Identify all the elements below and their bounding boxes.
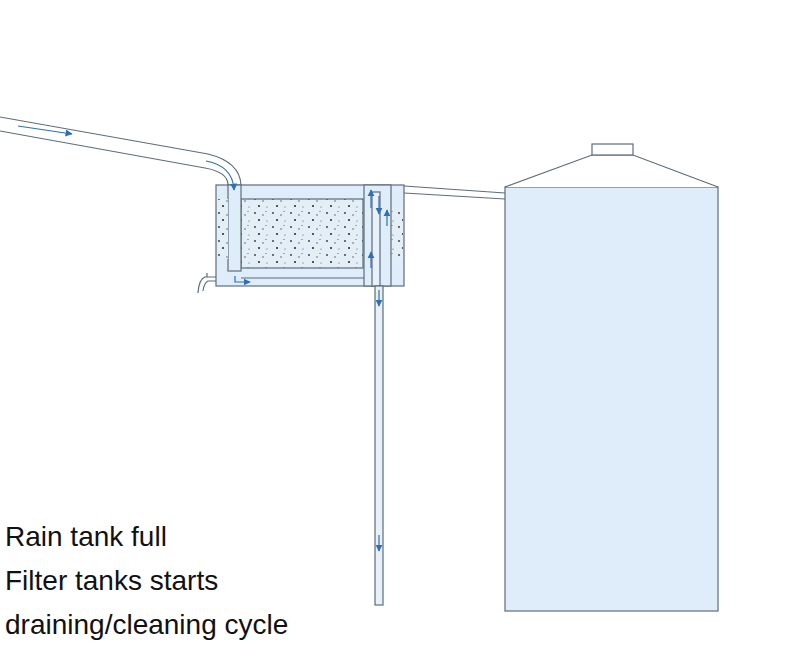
caption-line: draining/cleaning cycle [5, 608, 288, 642]
caption-line: Filter tanks starts [5, 564, 218, 598]
flow-arrows [18, 126, 387, 551]
caption-line: Rain tank full [5, 520, 167, 554]
pipes [0, 117, 718, 611]
